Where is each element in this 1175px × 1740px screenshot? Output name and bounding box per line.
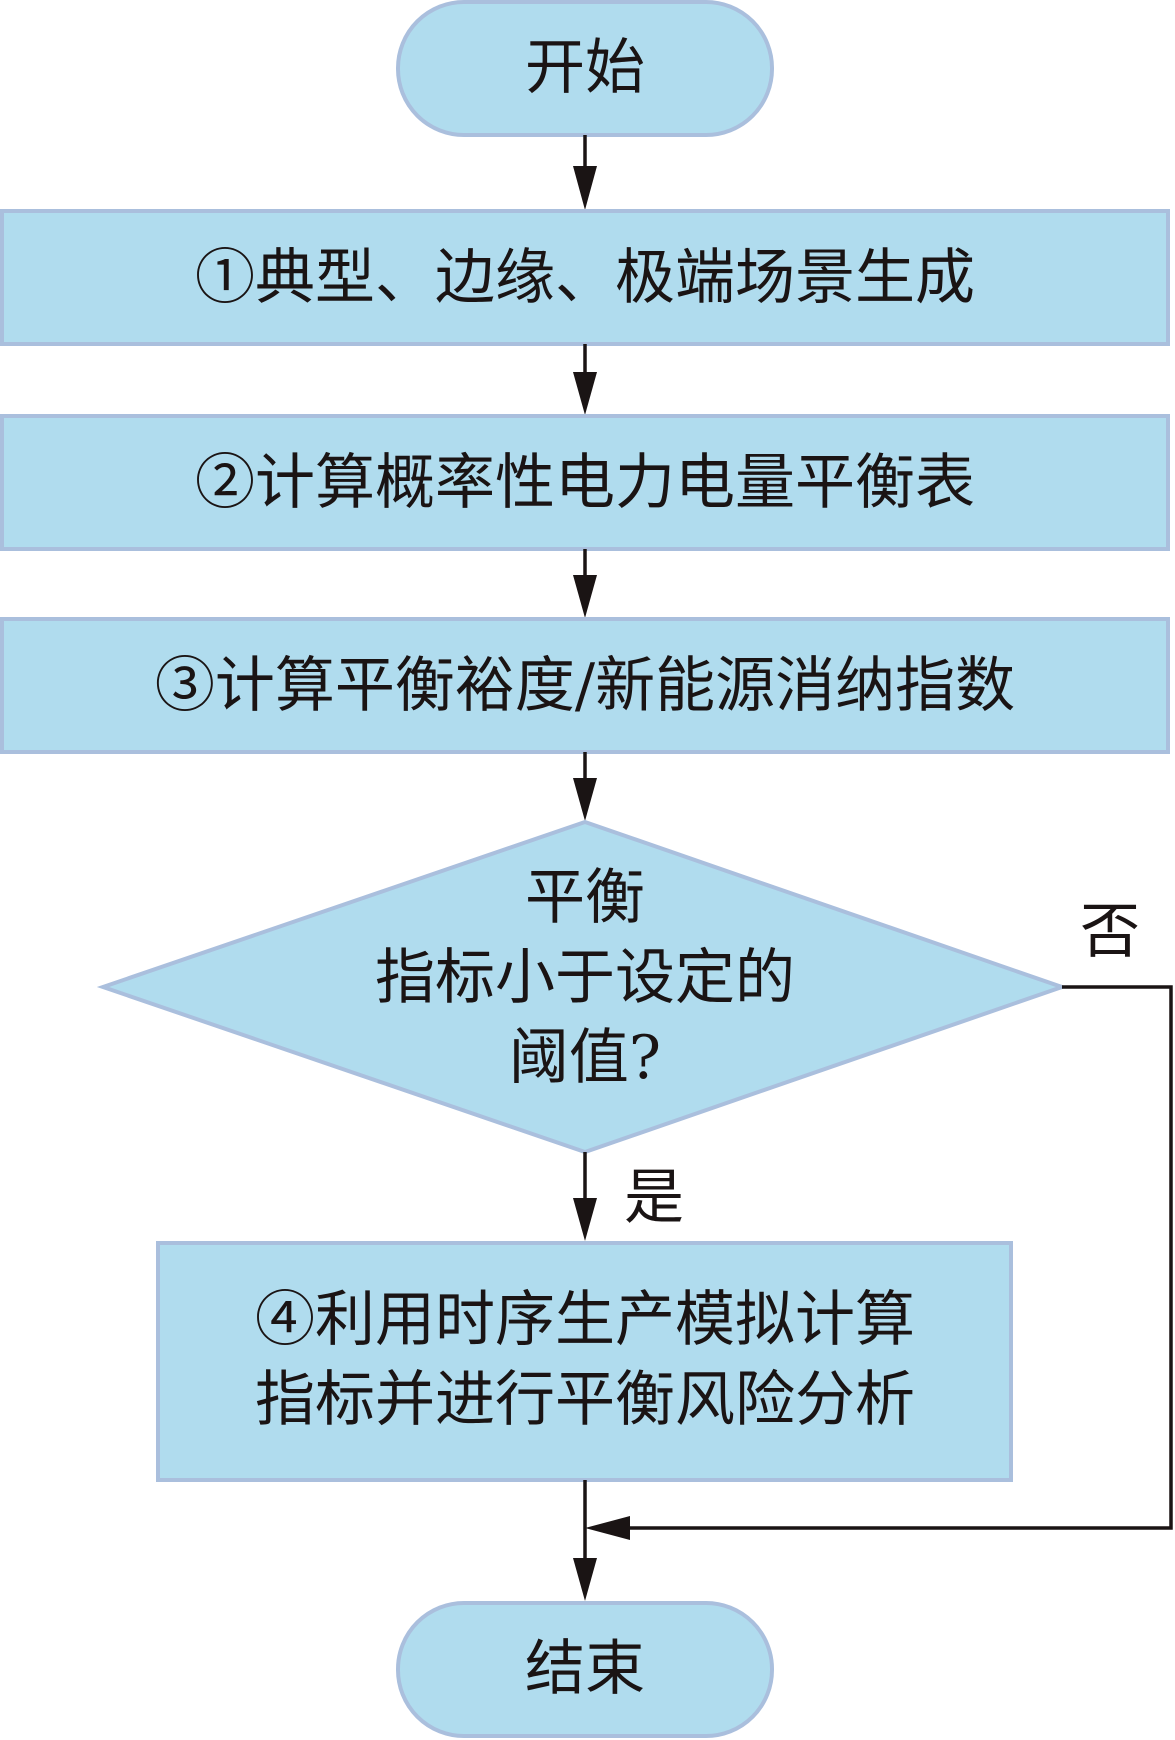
start-label: 开始 [525,33,645,103]
step4-line-1: ④利用时序生产模拟计算 [255,1285,915,1355]
arrow-step3-to-decision [573,752,597,821]
decision-line-3: 阈值? [509,1023,661,1093]
arrow-start-to-step1 [573,135,597,210]
step2-box: ②计算概率性电力电量平衡表 [0,414,1170,551]
start-node: 开始 [396,0,774,137]
arrow-step1-to-step2 [573,344,597,415]
step4-line-2: 指标并进行平衡风险分析 [255,1365,915,1435]
step1-label: ①典型、边缘、极端场景生成 [195,243,975,313]
no-label: 否 [1080,897,1140,967]
arrow-step4-to-end [573,1480,597,1601]
step3-label: ③计算平衡裕度/新能源消纳指数 [155,651,1015,721]
arrow-decision-no [585,985,1173,1540]
end-node: 结束 [396,1601,774,1738]
decision-node: 平衡 指标小于设定的 阈值? [96,819,1069,1155]
decision-line-2: 指标小于设定的 [375,943,795,1013]
arrow-decision-yes [573,1152,597,1241]
step2-label: ②计算概率性电力电量平衡表 [195,448,975,518]
yes-label: 是 [624,1163,684,1233]
step4-box: ④利用时序生产模拟计算 指标并进行平衡风险分析 [156,1241,1013,1482]
end-label: 结束 [525,1634,645,1704]
arrow-step2-to-step3 [573,549,597,618]
step1-box: ①典型、边缘、极端场景生成 [0,209,1170,346]
step3-box: ③计算平衡裕度/新能源消纳指数 [0,617,1170,754]
decision-line-1: 平衡 [525,863,645,933]
